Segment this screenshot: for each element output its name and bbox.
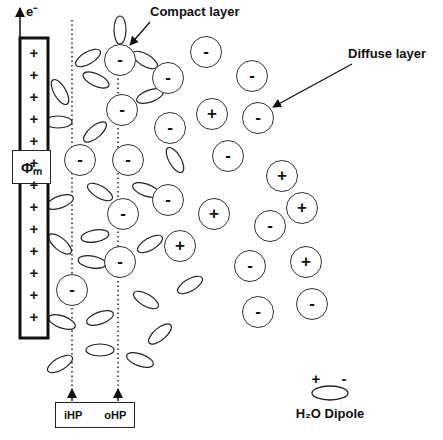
surface-charge: + [30,88,39,105]
ion-charge: - [69,280,75,300]
ion-charge: - [267,216,273,236]
ion-circle: - [190,36,222,68]
dipole-pole: - [342,370,347,387]
surface-charge: + [30,154,39,171]
surface-charge: + [30,286,39,303]
water-dipole [85,180,115,204]
ion-circle: + [198,198,230,230]
ion-circle: - [106,94,138,126]
plane-label-box: iHP oHP [55,402,135,428]
ion-charge: - [249,66,255,86]
surface-charge: + [30,198,39,215]
ihp-line [71,20,73,388]
surface-charge: + [30,44,39,61]
ion-charge: + [277,166,287,186]
water-dipole [131,288,161,312]
ion-circle: + [164,230,196,262]
water-dipole [145,320,174,347]
ion-circle: + [196,98,228,130]
electrode-plate [20,38,48,338]
ion-circle: - [154,112,186,144]
leader-arrow [117,389,119,401]
ion-circle: - [212,140,244,172]
ion-circle: + [266,160,298,192]
legend-text: H₂O Dipole [296,406,365,421]
water-dipole [135,232,165,256]
water-dipole [114,16,126,44]
ion-circle: - [104,246,136,278]
node-text: oHP [104,409,126,421]
legend-sample [312,386,348,400]
ion-charge: + [297,198,307,218]
water-dipole [163,145,187,175]
ion-circle: - [242,102,274,134]
water-dipoles [44,16,205,376]
leader-arrow [130,22,150,45]
water-dipole [48,77,72,107]
leader-arrow [71,389,73,401]
ion-charge: + [301,252,311,272]
ion-charge: - [247,256,253,276]
ion-charge: - [120,204,126,224]
ion-circle: - [104,44,136,76]
surface-charge: + [30,264,39,281]
ion-charge: - [125,150,131,170]
ion-circle: + [286,192,318,224]
dipole-pole: + [312,370,321,387]
ion-circle: - [56,274,88,306]
ion-charge: + [175,236,185,256]
water-dipole [80,118,109,145]
water-dipole [45,230,74,257]
water-dipole [80,228,110,245]
region-label: Diffuse layer [348,46,426,61]
ion-circle: - [296,288,328,320]
ion-charge: - [203,42,209,62]
ion-charge: - [165,190,171,210]
water-dipole [175,273,205,297]
electron-label: e⁻ [26,2,37,20]
surface-charge: + [30,308,39,325]
ion-charge: - [255,302,261,322]
ion-charge: - [77,150,83,170]
electron-arrow [19,8,21,38]
ion-charge: - [117,50,123,70]
ion-charge: - [225,146,231,166]
ion-charge: - [165,68,171,88]
ion-charge: - [309,294,315,314]
ion-charge: - [117,252,123,272]
water-dipole [77,254,107,271]
water-dipole [47,312,77,333]
region-label: Compact layer [150,4,240,19]
water-dipole [45,352,75,376]
water-dipole [85,308,115,329]
water-dipole [86,344,114,356]
surface-charge: + [30,220,39,237]
ion-circle: - [242,296,274,328]
node-text: iHP [64,409,82,421]
ion-charge: - [255,108,261,128]
ion-charge: + [207,104,217,124]
surface-charge: + [30,66,39,83]
ion-circle: - [64,144,96,176]
surface-charge: + [30,176,39,193]
ion-charge: - [167,118,173,138]
surface-charge: + [30,242,39,259]
ion-circle: - [152,184,184,216]
ion-circle: - [152,62,184,94]
ion-charge: + [209,204,219,224]
ion-circle: - [254,210,286,242]
ion-circle: + [290,246,322,278]
water-dipole [73,46,103,70]
surface-charge: + [30,132,39,149]
ion-circle: - [236,60,268,92]
water-dipole [81,69,111,92]
leader-arrow [273,64,352,107]
water-dipole [125,350,155,371]
ion-circle: - [234,250,266,282]
surface-charge: + [30,110,39,127]
ion-circle: - [112,144,144,176]
ion-charge: - [119,100,125,120]
ion-circle: - [107,198,139,230]
